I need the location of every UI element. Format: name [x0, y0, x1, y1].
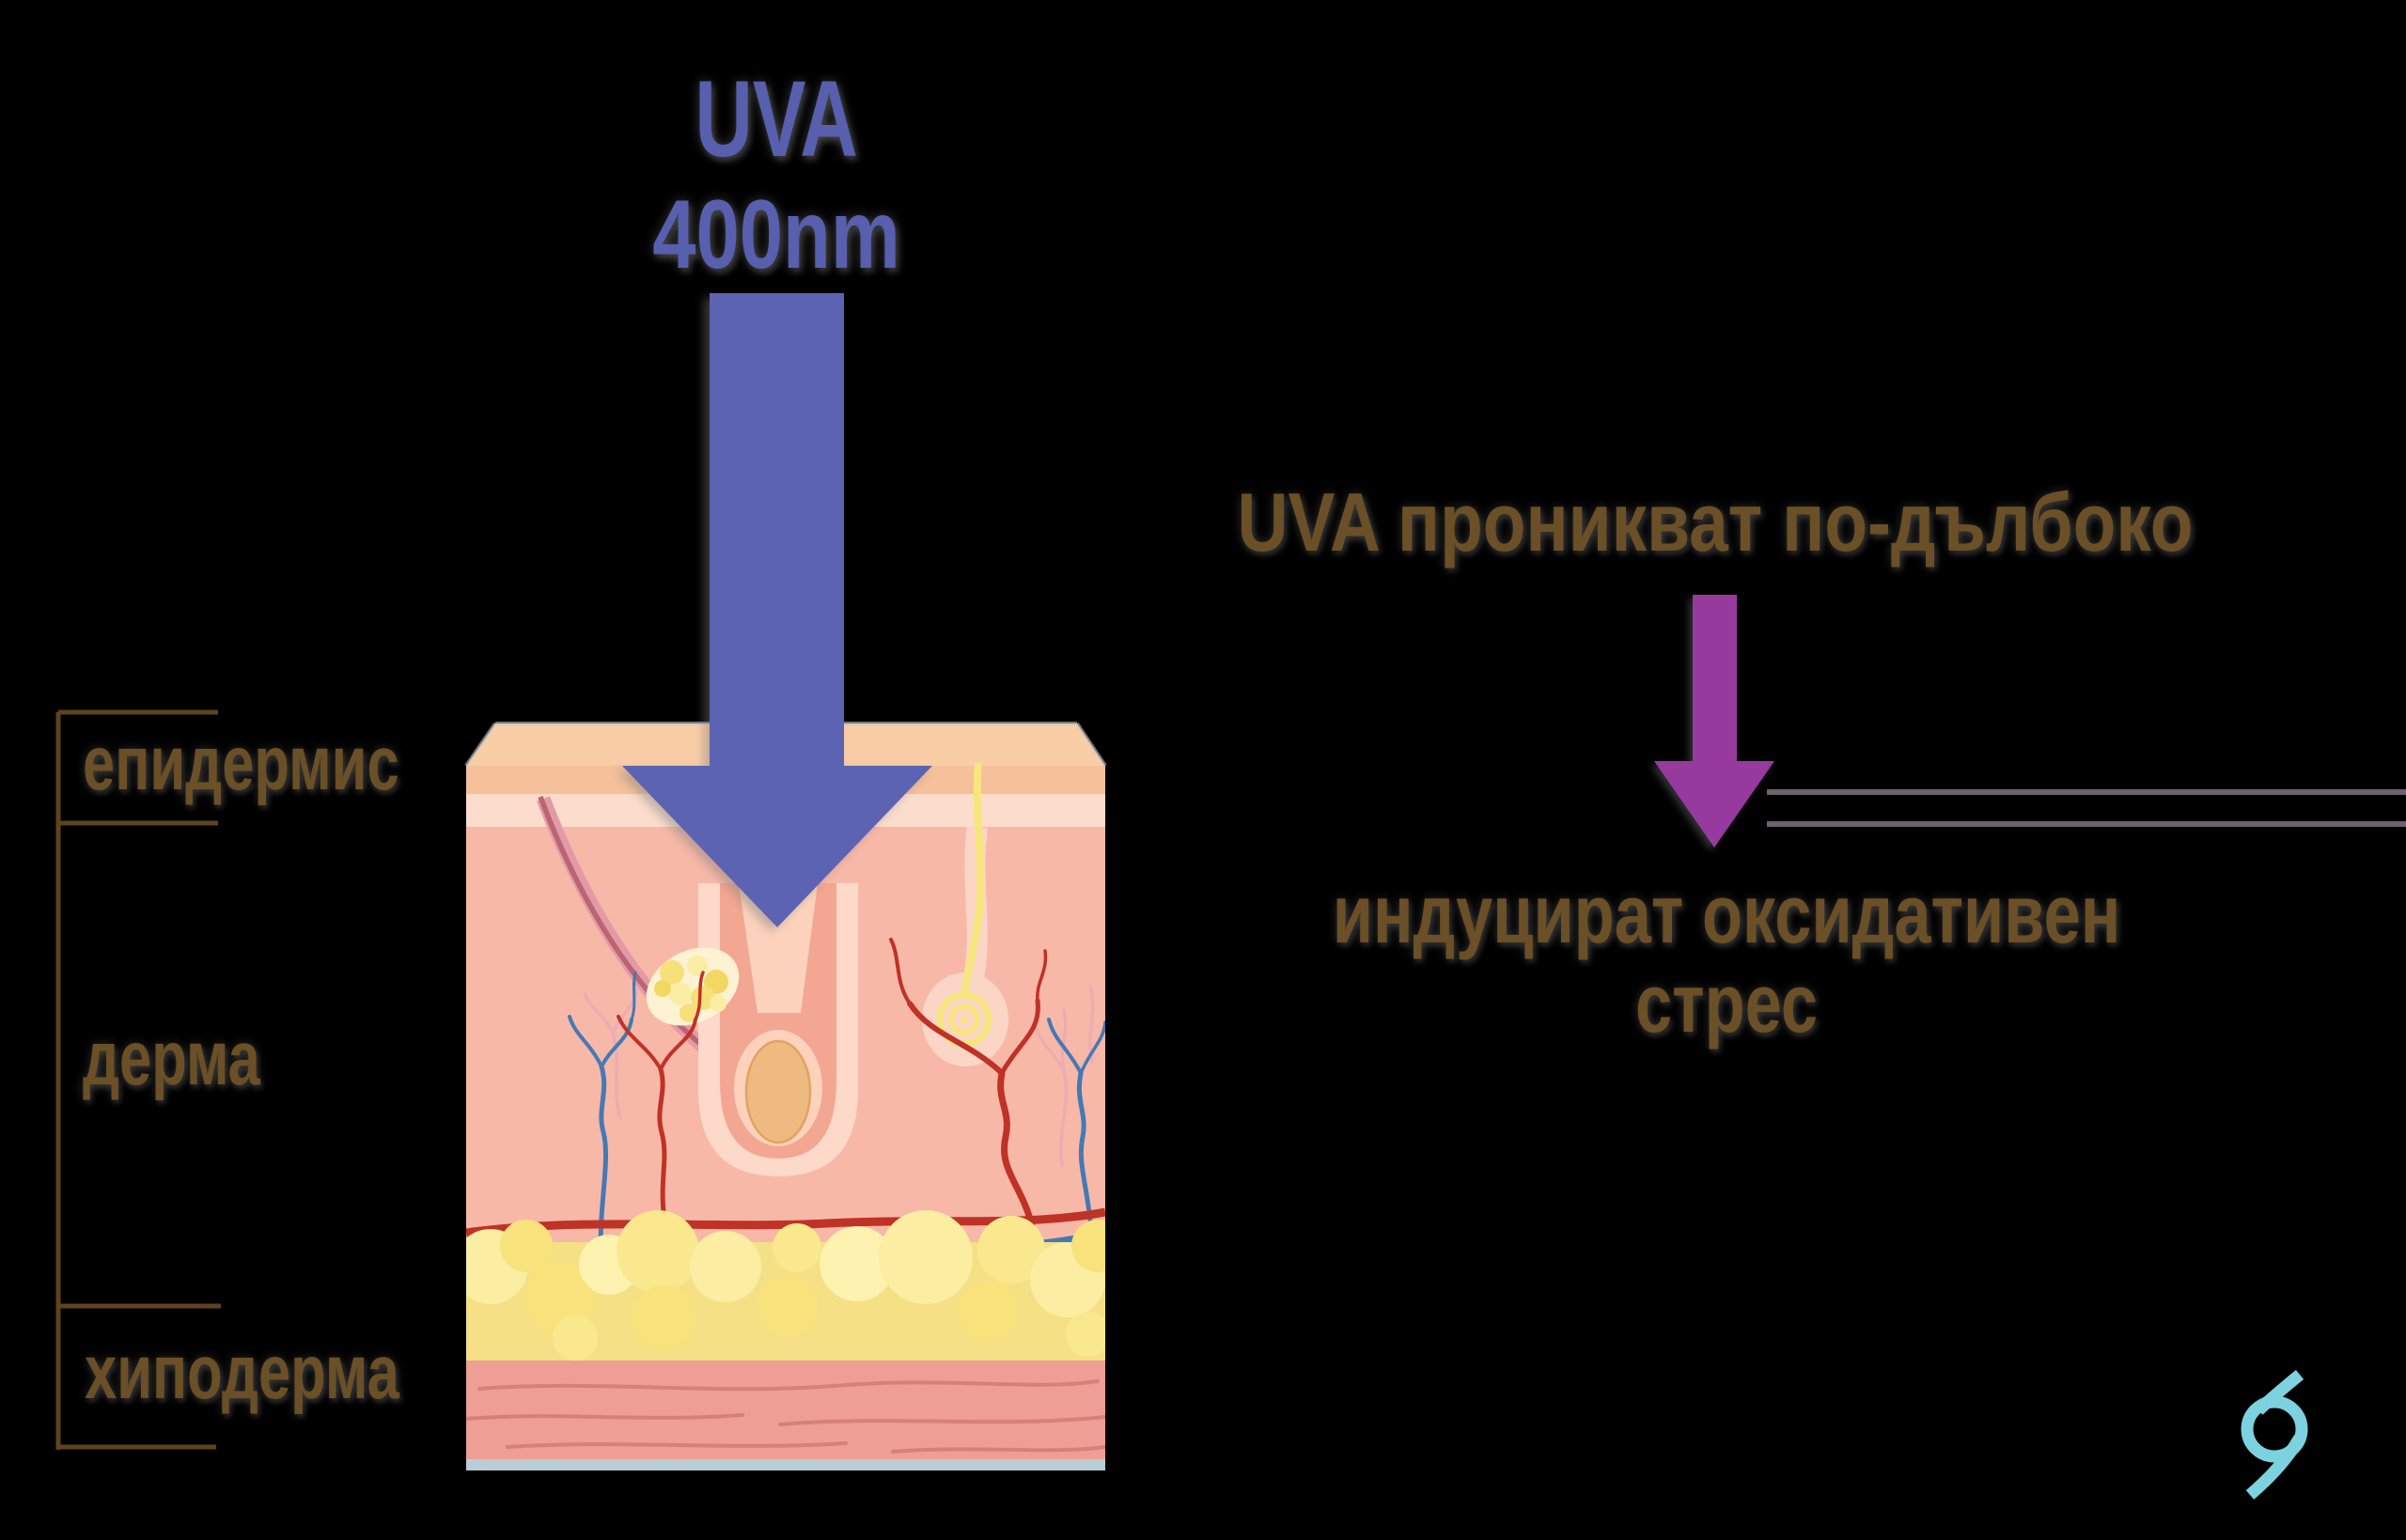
follicle-bulb: [744, 1039, 812, 1144]
uva-arrow: [622, 293, 932, 927]
fat-layer: [466, 1210, 1105, 1361]
connector-lines: [1767, 789, 2406, 827]
muscle-layer: [466, 1361, 1105, 1470]
uva-wavelength: 400nm: [652, 180, 900, 289]
sweat-gland: [922, 762, 1008, 1066]
veins: [568, 971, 1105, 1257]
callout-heading: UVA проникват по-дълбоко: [1237, 475, 2194, 568]
label-epidermis: епидермис: [83, 721, 399, 806]
block-bottom-edge: [466, 1459, 1105, 1470]
brand-logo: [2241, 1369, 2308, 1500]
hair-follicle: [698, 883, 858, 1176]
skin-illustration: [464, 722, 1107, 1470]
label-hypodermis: хиподерма: [85, 1330, 399, 1415]
label-dermis: дерма: [83, 1016, 260, 1101]
down-arrow: [1654, 595, 1774, 848]
callout-result-line1: индуцират оксидативен: [1332, 867, 2121, 960]
arteries: [617, 938, 1048, 1230]
layer-bracket: [55, 709, 221, 1450]
callout-result-line2: стрес: [1634, 957, 1819, 1050]
uva-title: UVA: [695, 59, 858, 179]
sebaceous-gland: [646, 947, 740, 1026]
